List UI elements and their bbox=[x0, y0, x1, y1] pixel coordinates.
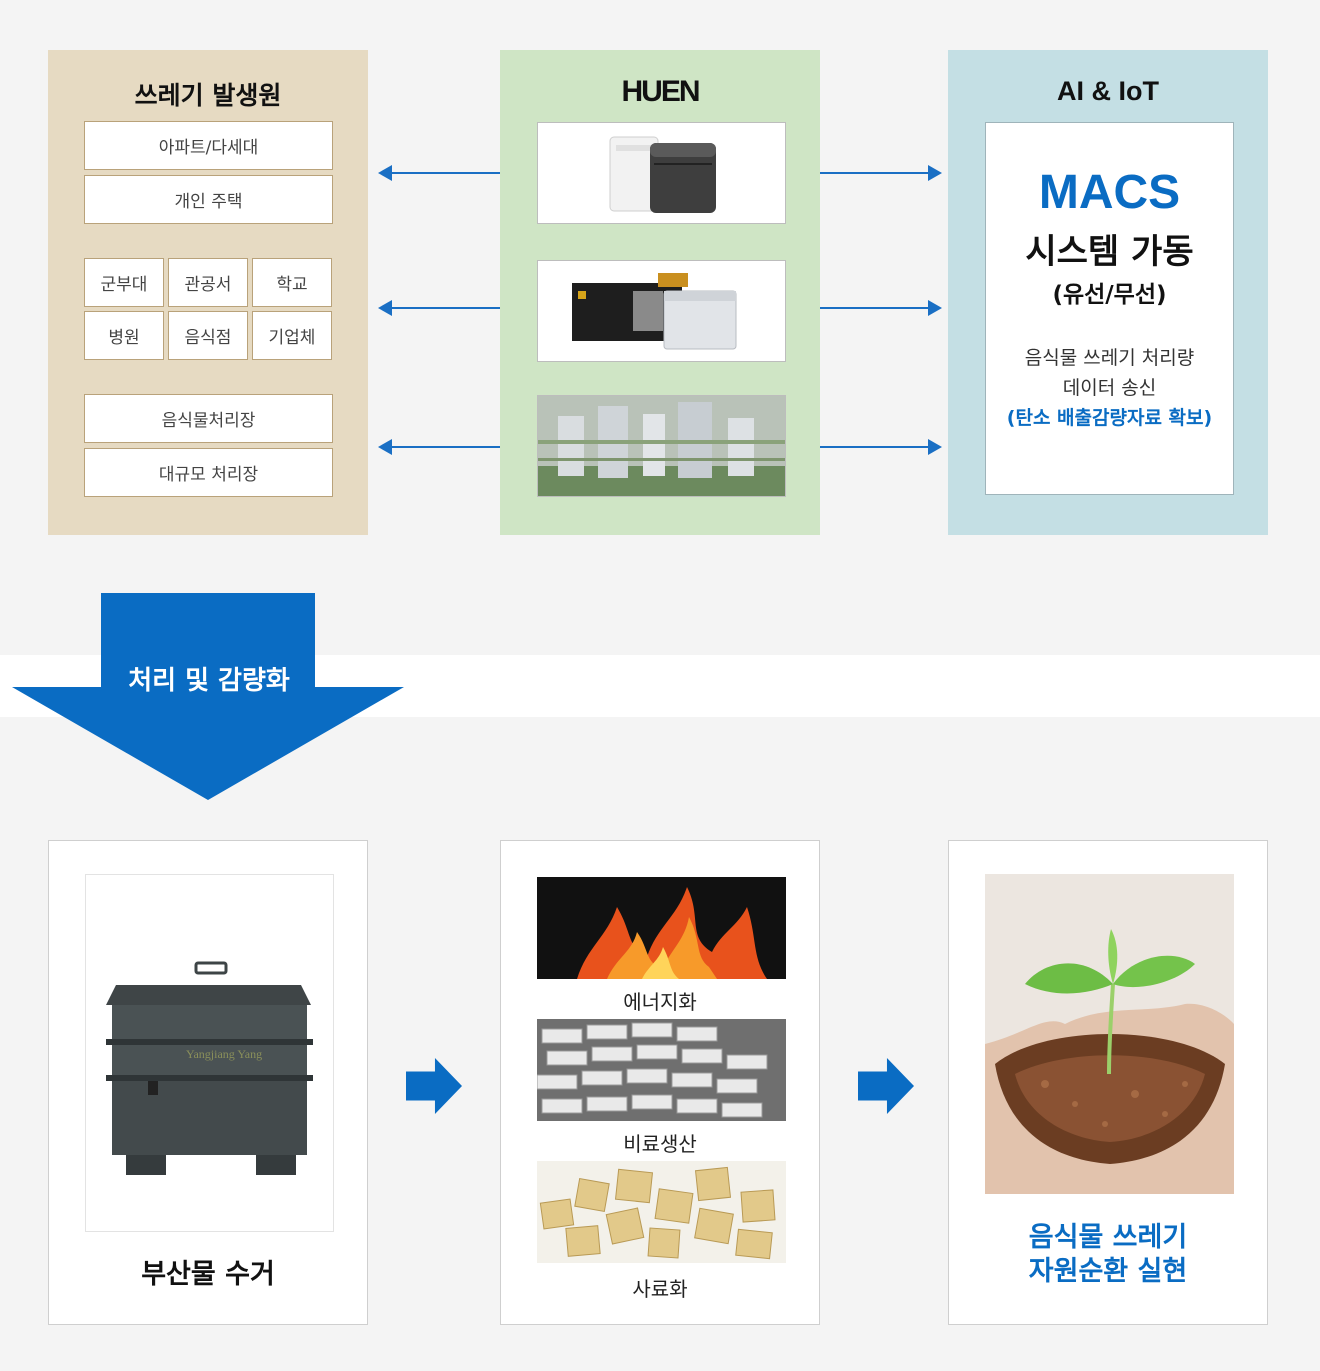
huen-home-units-image bbox=[537, 122, 786, 224]
arrow-left-1 bbox=[378, 165, 500, 181]
feed-image bbox=[537, 1161, 786, 1263]
huen-logo: HUEN bbox=[621, 75, 700, 108]
arrow-left-2 bbox=[378, 300, 500, 316]
macs-desc-1: 음식물 쓰레기 처리량 bbox=[1024, 347, 1195, 369]
source-military: 군부대 bbox=[84, 258, 164, 307]
seedling-image bbox=[985, 874, 1234, 1194]
arrow-left-3 bbox=[378, 439, 500, 455]
process-label: 처리 및 감량화 bbox=[128, 666, 290, 696]
byproduct-caption: 부산물 수거 bbox=[141, 1259, 275, 1290]
arrow-right-2 bbox=[820, 300, 942, 316]
flow-arrow-2 bbox=[858, 1058, 914, 1114]
macs-label: MACS bbox=[1038, 166, 1181, 219]
result-line-2: 자원순환 실현 bbox=[1028, 1256, 1188, 1287]
source-restaurant: 음식점 bbox=[168, 311, 248, 360]
macs-box: MACS 시스템 가동 (유선/무선) 음식물 쓰레기 처리량 데이터 송신 (… bbox=[985, 122, 1234, 495]
macs-desc-3: (탄소 배출감량자료 확보) bbox=[1006, 407, 1213, 429]
result-line-1: 음식물 쓰레기 bbox=[1028, 1222, 1188, 1253]
source-house: 개인 주택 bbox=[84, 175, 333, 224]
arrow-right-1 bbox=[820, 165, 942, 181]
feed-caption: 사료화 bbox=[632, 1277, 688, 1301]
wired-label: (유선/무선) bbox=[1052, 282, 1167, 308]
waste-sources-title: 쓰레기 발생원 bbox=[134, 81, 282, 110]
source-government: 관공서 bbox=[168, 258, 248, 307]
byproduct-card: Yangjiang Yang 부산물 수거 bbox=[48, 840, 368, 1325]
compost-bin-image: Yangjiang Yang bbox=[85, 874, 334, 1232]
source-company: 기업체 bbox=[252, 311, 332, 360]
huen-plant-image bbox=[537, 395, 786, 497]
macs-desc-2: 데이터 송신 bbox=[1062, 377, 1157, 399]
bin-watermark: Yangjiang Yang bbox=[186, 1047, 263, 1061]
big-down-arrow bbox=[12, 593, 404, 800]
huen-panel: HUEN bbox=[500, 50, 820, 535]
uses-card: 에너지화 비료생산 bbox=[500, 840, 820, 1325]
waste-sources-panel: 쓰레기 발생원 아파트/다세대 개인 주택 군부대 관공서 학교 병원 음식점 … bbox=[48, 50, 368, 535]
source-hospital: 병원 bbox=[84, 311, 164, 360]
flow-arrow-1 bbox=[406, 1058, 462, 1114]
energy-caption: 에너지화 bbox=[623, 990, 697, 1014]
system-label: 시스템 가동 bbox=[1025, 232, 1194, 272]
ai-iot-panel: AI & IoT MACS 시스템 가동 (유선/무선) 음식물 쓰레기 처리량… bbox=[948, 50, 1268, 535]
energy-image bbox=[537, 877, 786, 979]
source-large-plant: 대규모 처리장 bbox=[84, 448, 333, 497]
source-food-plant: 음식물처리장 bbox=[84, 394, 333, 443]
result-card: 음식물 쓰레기 자원순환 실현 bbox=[948, 840, 1268, 1325]
fertilizer-image bbox=[537, 1019, 786, 1121]
fertilizer-caption: 비료생산 bbox=[623, 1132, 697, 1156]
source-apartment: 아파트/다세대 bbox=[84, 121, 333, 170]
huen-commercial-units-image bbox=[537, 260, 786, 362]
source-school: 학교 bbox=[252, 258, 332, 307]
ai-iot-title: AI & IoT bbox=[1057, 76, 1159, 106]
arrow-right-3 bbox=[820, 439, 942, 455]
